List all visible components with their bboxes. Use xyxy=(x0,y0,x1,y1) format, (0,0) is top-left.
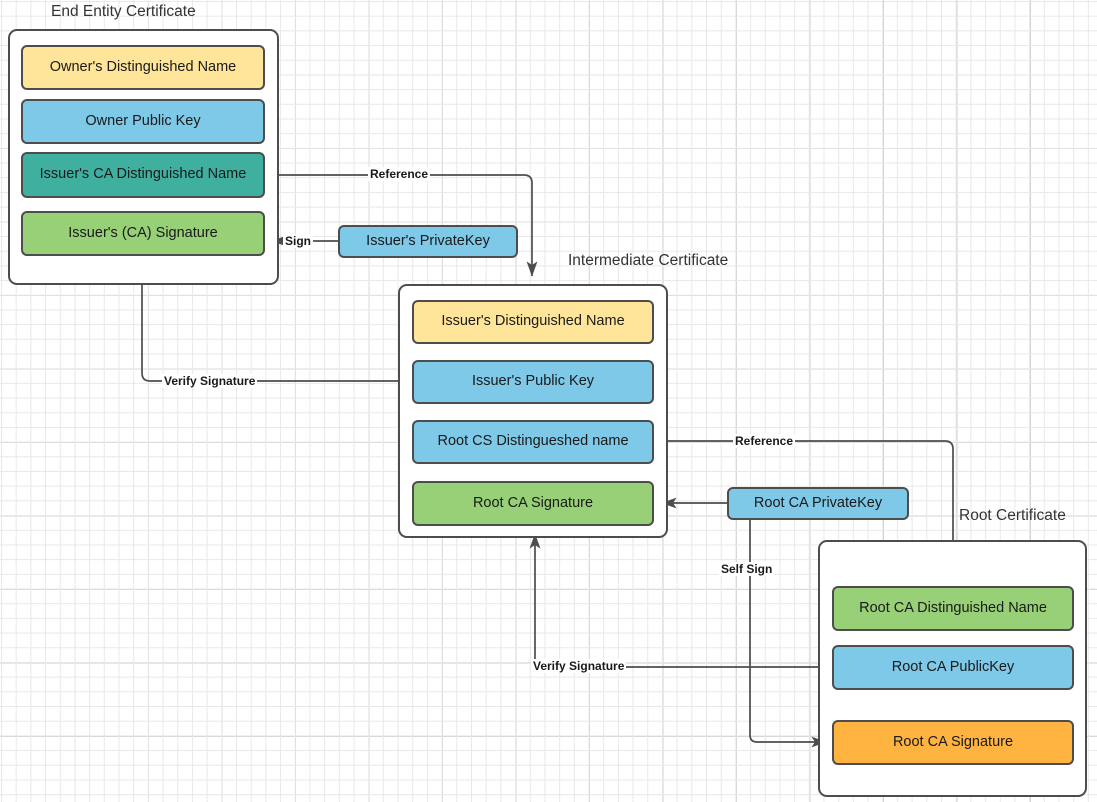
edge-label-verify-signature-intermediate: Verify Signature xyxy=(531,659,627,674)
key-root-ca-privatekey[interactable]: Root CA PrivateKey xyxy=(727,487,909,520)
field-root-ca-publickey[interactable]: Root CA PublicKey xyxy=(832,645,1074,690)
cert-title-intermediate: Intermediate Certificate xyxy=(568,252,729,269)
key-issuers-privatekey[interactable]: Issuer's PrivateKey xyxy=(338,225,518,258)
field-issuers-public-key[interactable]: Issuer's Public Key xyxy=(412,360,654,404)
edge-label-verify-signature-end-entity: Verify Signature xyxy=(162,374,258,389)
field-issuers-ca-signature[interactable]: Issuer's (CA) Signature xyxy=(21,211,265,256)
edge-label-self-sign: Self Sign xyxy=(719,562,775,577)
edge-verify-signature-intermediate xyxy=(529,533,832,668)
edge-label-sign: Sign xyxy=(283,234,313,249)
cert-title-root: Root Certificate xyxy=(959,507,1066,524)
edge-label-reference-end-to-intermediate: Reference xyxy=(368,167,431,182)
field-root-cs-distingueshed-name[interactable]: Root CS Distingueshed name xyxy=(412,420,654,464)
field-issuer-ca-distinguished-name[interactable]: Issuer's CA Distinguished Name xyxy=(21,152,265,198)
field-root-ca-signature[interactable]: Root CA Signature xyxy=(832,720,1074,765)
field-intermediate-root-ca-signature[interactable]: Root CA Signature xyxy=(412,481,654,526)
field-owner-distinguished-name[interactable]: Owner's Distinguished Name xyxy=(21,45,265,90)
cert-title-end-entity: End Entity Certificate xyxy=(51,3,196,20)
field-issuer-distinguished-name[interactable]: Issuer's Distinguished Name xyxy=(412,300,654,344)
field-root-ca-distinguished-name[interactable]: Root CA Distinguished Name xyxy=(832,586,1074,631)
edge-self-sign-root xyxy=(749,519,827,748)
edge-label-reference-intermediate-to-root: Reference xyxy=(733,434,796,449)
field-owner-public-key[interactable]: Owner Public Key xyxy=(21,99,265,144)
